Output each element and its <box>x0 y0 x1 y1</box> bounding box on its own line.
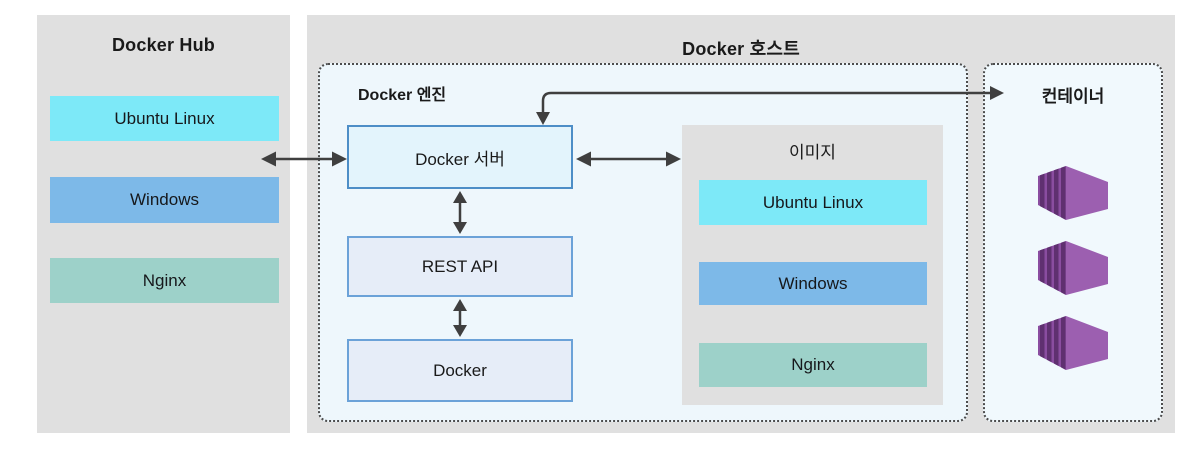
docker-server-node: Docker 서버 <box>347 125 573 189</box>
image-windows: Windows <box>699 262 927 305</box>
container-panel: 컨테이너 <box>983 63 1163 422</box>
images-title: 이미지 <box>789 143 836 162</box>
rest-api-node: REST API <box>347 236 573 297</box>
container-icon <box>1038 316 1108 370</box>
container-icon <box>1038 241 1108 295</box>
docker-node-label: Docker <box>433 360 487 380</box>
image-nginx: Nginx <box>699 343 927 387</box>
hub-image-windows: Windows <box>50 177 279 223</box>
images-panel: 이미지 Ubuntu Linux Windows Nginx <box>682 125 943 405</box>
docker-engine-title: Docker 엔진 <box>358 87 447 104</box>
hub-image-ubuntu: Ubuntu Linux <box>50 96 279 141</box>
docker-host-title: Docker 호스트 <box>682 39 800 59</box>
docker-server-label: Docker 서버 <box>415 149 505 169</box>
docker-hub-panel: Docker Hub Ubuntu Linux Windows Nginx <box>37 15 290 433</box>
container-icon <box>1038 166 1108 220</box>
hub-image-nginx: Nginx <box>50 258 279 303</box>
container-title: 컨테이너 <box>1041 87 1105 106</box>
rest-api-label: REST API <box>421 256 499 276</box>
docker-hub-title: Docker Hub <box>111 35 216 55</box>
container-icon-stack <box>985 165 1161 371</box>
docker-node: Docker <box>347 339 573 402</box>
image-ubuntu: Ubuntu Linux <box>699 180 927 225</box>
